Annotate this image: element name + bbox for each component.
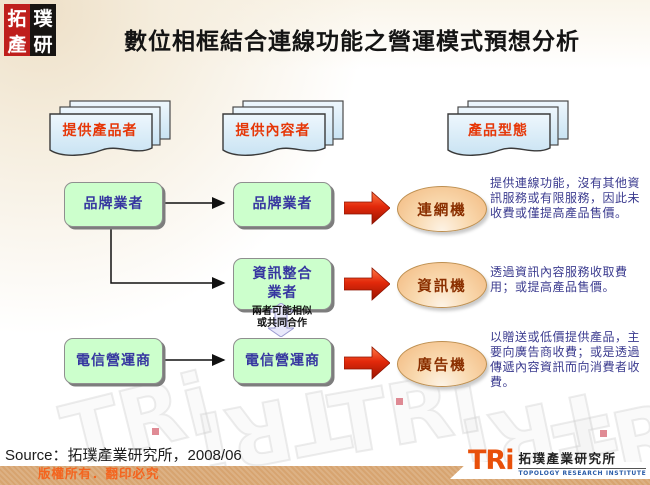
paper-sheet-front (447, 113, 551, 156)
note-line1: 兩者可能相似 (252, 306, 312, 317)
note-line2: 或共同合作 (257, 318, 307, 329)
tri-logo-text: TRi (468, 445, 514, 476)
red-arrow-icon (344, 191, 390, 225)
tri-logo-english: TOPOLOGY RESEARCH INSTITUTE (518, 470, 647, 477)
tri-footer-logo: TRi 拓璞產業研究所 TOPOLOGY RESEARCH INSTITUTE (468, 445, 647, 477)
product-type-ad-frame: 廣告機 (397, 341, 487, 387)
logo-char: 產 (4, 30, 30, 56)
logo-char: 拓 (4, 4, 30, 30)
product-type-networked-frame: 連網機 (397, 186, 487, 232)
watermark-dot (152, 428, 159, 435)
logo-char: 研 (30, 30, 56, 56)
product-type-info-frame: 資訊機 (397, 262, 487, 308)
paper-sheet-front (222, 113, 326, 156)
description-info-frame: 透過資訊內容服務收取費用；或提高產品售價。 (490, 265, 628, 294)
column-header-content-provider: 提供內容者 (221, 100, 349, 164)
double-arrow-icon (268, 303, 294, 337)
connector-brand-to-integrator (110, 226, 226, 289)
description-ad-frame: 以贈送或低價提供產品，主要向廣告商收費；或是透過傳遞內容資訊而向消費者收費。 (490, 330, 641, 389)
column-header-product-provider: 提供產品者 (48, 100, 176, 164)
node-telecom-operator-middle: 電信營運商 (233, 338, 332, 384)
description-networked-frame: 提供連線功能，沒有其他資訊服務或有限服務，因此未收費或僅提高產品售價。 (490, 176, 641, 220)
paper-sheet-front (49, 113, 153, 156)
column-header-label: 提供內容者 (235, 123, 311, 139)
column-header-label: 提供產品者 (62, 123, 138, 139)
red-arrow-icon (344, 267, 390, 301)
node-telecom-operator-left: 電信營運商 (64, 338, 163, 384)
node-brand-vendor-middle: 品牌業者 (233, 182, 332, 227)
logo-char: 璞 (30, 4, 56, 30)
column-header-label: 產品型態 (468, 123, 528, 139)
watermark-dot (600, 430, 607, 437)
tri-logo-chinese: 拓璞產業研究所 (518, 448, 647, 469)
node-brand-vendor-left: 品牌業者 (64, 182, 163, 227)
source-note: Source：拓璞產業研究所，2008/06 (5, 447, 242, 464)
column-header-product-type: 產品型態 (446, 100, 574, 164)
tri-seal-logo: 拓 璞 產 研 (4, 4, 56, 56)
page-title: 數位相框結合連線功能之營運模式預想分析 (124, 28, 580, 55)
watermark-dot (396, 398, 403, 405)
copyright-text: 版權所有．翻印必究 (38, 466, 160, 481)
red-arrow-icon (344, 346, 390, 380)
footer-logo-background (450, 462, 650, 479)
